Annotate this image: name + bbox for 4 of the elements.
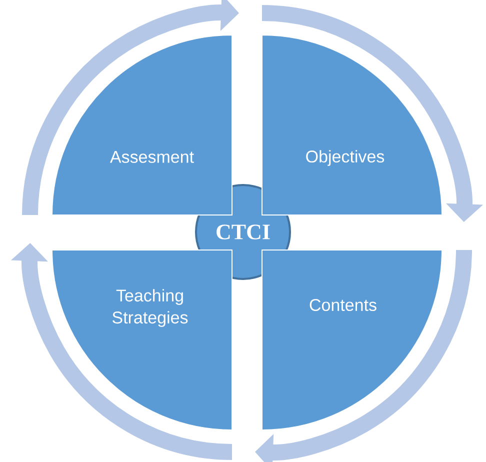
quadrant-sector: Teaching Strategies <box>52 250 232 430</box>
quadrant-sector: Objectives <box>262 34 442 216</box>
quadrant-sector: Assesment <box>52 34 232 216</box>
quadrant-sector: Contents <box>262 250 442 430</box>
